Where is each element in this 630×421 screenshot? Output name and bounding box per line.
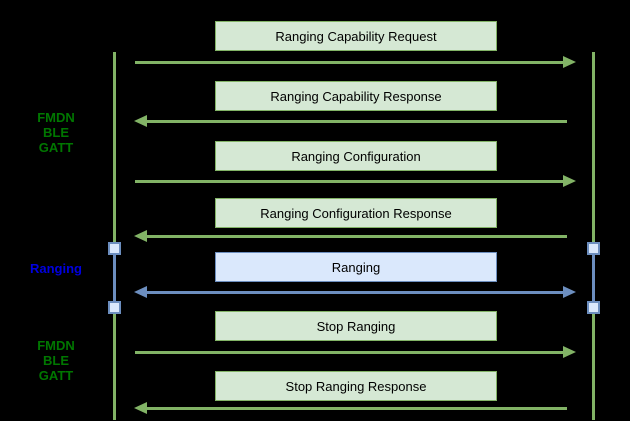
left-lifeline-ranging-segment: [113, 252, 116, 304]
side-label-line: GATT: [38, 368, 74, 383]
message-label: Stop Ranging Response: [285, 378, 427, 394]
arrowhead-right-icon: [563, 346, 576, 358]
side-label-fmdn-ble-gatt-top: FMDN BLE GATT: [0, 110, 112, 155]
arrow-bidirectional-icon: [134, 286, 576, 298]
arrowhead-left-icon: [134, 115, 147, 127]
message-box-ranging: Ranging: [215, 252, 497, 282]
right-lifeline: [592, 52, 595, 420]
arrow-left-icon: [134, 230, 567, 242]
activation-marker: [108, 242, 121, 255]
arrowhead-left-icon: [134, 402, 147, 414]
side-label-line: FMDN: [37, 110, 75, 125]
side-label-ranging: Ranging: [0, 261, 112, 276]
arrow-left-icon: [134, 402, 567, 414]
message-box-ranging-configuration-response: Ranging Configuration Response: [215, 198, 497, 228]
side-label-line: BLE: [43, 125, 69, 140]
message-box-ranging-configuration: Ranging Configuration: [215, 141, 497, 171]
activation-marker: [587, 242, 600, 255]
right-lifeline-ranging-segment: [592, 252, 595, 304]
message-box-stop-ranging: Stop Ranging: [215, 311, 497, 341]
message-box-ranging-capability-response: Ranging Capability Response: [215, 81, 497, 111]
arrowhead-right-icon: [563, 286, 576, 298]
arrow-right-icon: [135, 175, 576, 187]
arrowhead-right-icon: [563, 56, 576, 68]
message-label: Ranging Configuration Response: [260, 205, 452, 221]
activation-marker: [108, 301, 121, 314]
left-lifeline: [113, 52, 116, 420]
side-label-line: FMDN: [37, 338, 75, 353]
side-label-line: Ranging: [30, 261, 82, 276]
message-label: Ranging Capability Response: [270, 88, 442, 104]
arrowhead-right-icon: [563, 175, 576, 187]
message-box-stop-ranging-response: Stop Ranging Response: [215, 371, 497, 401]
message-box-ranging-capability-request: Ranging Capability Request: [215, 21, 497, 51]
activation-marker: [587, 301, 600, 314]
message-label: Ranging Capability Request: [275, 28, 437, 44]
arrowhead-left-icon: [134, 286, 147, 298]
arrowhead-left-icon: [134, 230, 147, 242]
side-label-line: GATT: [38, 140, 74, 155]
arrow-right-icon: [135, 56, 576, 68]
arrow-left-icon: [134, 115, 567, 127]
arrow-right-icon: [135, 346, 576, 358]
message-label: Stop Ranging: [316, 318, 396, 334]
side-label-fmdn-ble-gatt-bottom: FMDN BLE GATT: [0, 338, 112, 383]
message-label: Ranging: [331, 259, 381, 275]
side-label-line: BLE: [43, 353, 69, 368]
message-label: Ranging Configuration: [291, 148, 421, 164]
